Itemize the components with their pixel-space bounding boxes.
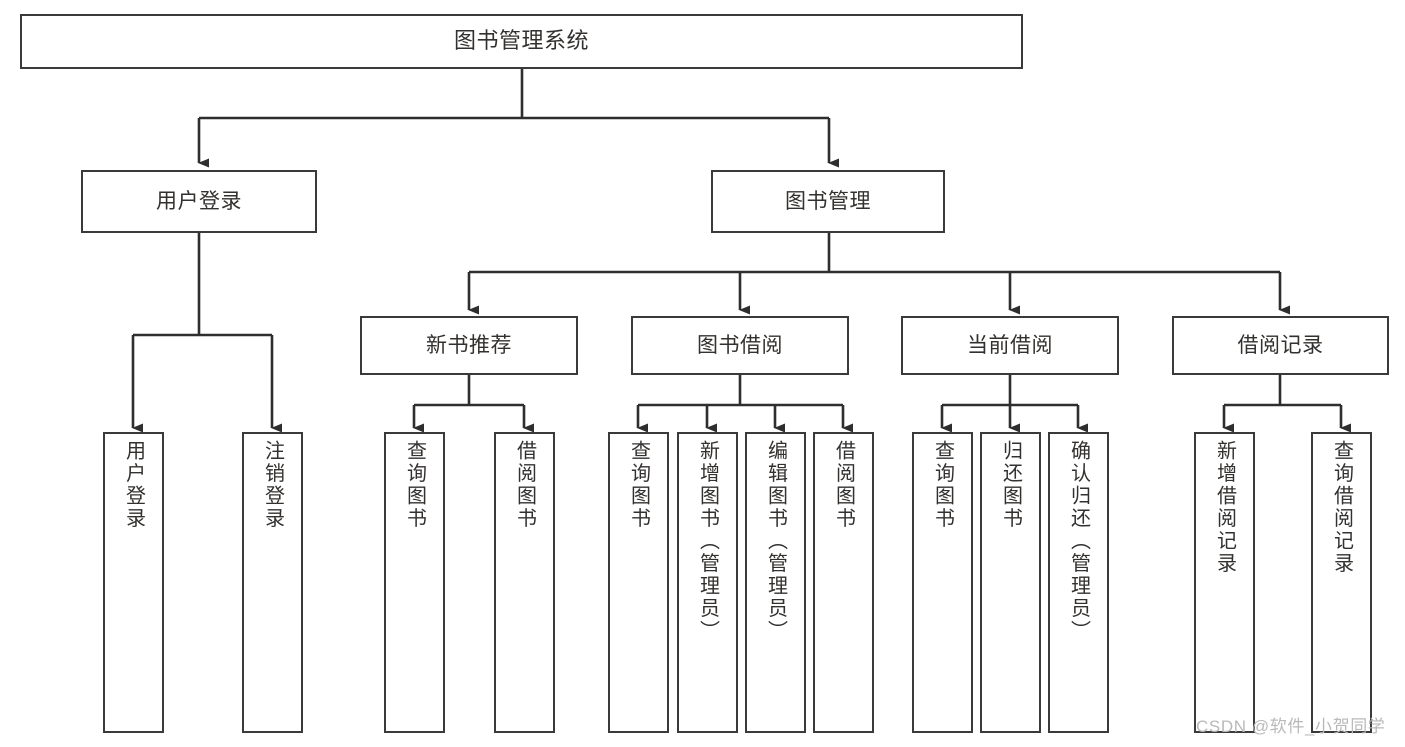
- node-leaf-query-book-1-label: 查询图书: [403, 440, 426, 530]
- node-leaf-borrow-book-1-label: 借阅图书: [513, 440, 536, 530]
- node-leaf-query-book-2-label: 查询图书: [627, 440, 650, 530]
- node-leaf-confirm-return[interactable]: 确认归还（管理员）: [1048, 432, 1109, 733]
- node-current-borrow[interactable]: 当前借阅: [901, 316, 1119, 375]
- node-leaf-return-book-label: 归还图书: [999, 440, 1022, 530]
- node-leaf-borrow-book-1[interactable]: 借阅图书: [494, 432, 555, 733]
- node-leaf-user-logout-label: 注销登录: [261, 440, 284, 530]
- node-user-login[interactable]: 用户登录: [81, 170, 317, 233]
- node-leaf-add-record[interactable]: 新增借阅记录: [1194, 432, 1255, 733]
- watermark-text: CSDN @软件_小贺同学: [1196, 717, 1386, 736]
- node-leaf-edit-book[interactable]: 编辑图书（管理员）: [745, 432, 806, 733]
- node-book-borrow-label: 图书借阅: [697, 333, 783, 357]
- node-new-book-recommend-label: 新书推荐: [426, 333, 512, 357]
- node-borrow-records[interactable]: 借阅记录: [1172, 316, 1389, 375]
- node-leaf-confirm-return-label: 确认归还（管理员）: [1067, 440, 1090, 643]
- node-leaf-edit-book-label: 编辑图书（管理员）: [764, 440, 787, 643]
- node-book-management[interactable]: 图书管理: [711, 170, 945, 233]
- node-borrow-records-label: 借阅记录: [1237, 333, 1324, 357]
- node-user-login-label: 用户登录: [156, 189, 242, 213]
- node-leaf-borrow-book-2-label: 借阅图书: [832, 440, 855, 530]
- node-leaf-query-book-2[interactable]: 查询图书: [608, 432, 669, 733]
- node-new-book-recommend[interactable]: 新书推荐: [360, 316, 578, 375]
- node-leaf-borrow-book-2[interactable]: 借阅图书: [813, 432, 874, 733]
- node-leaf-query-book-3-label: 查询图书: [931, 440, 954, 530]
- node-leaf-query-book-3[interactable]: 查询图书: [912, 432, 973, 733]
- node-book-management-label: 图书管理: [785, 189, 871, 213]
- node-leaf-query-record-label: 查询借阅记录: [1330, 440, 1353, 575]
- node-book-borrow[interactable]: 图书借阅: [631, 316, 849, 375]
- node-leaf-query-record[interactable]: 查询借阅记录: [1311, 432, 1372, 733]
- node-leaf-user-login-label: 用户登录: [122, 440, 145, 530]
- node-root-label: 图书管理系统: [453, 28, 589, 54]
- node-leaf-add-record-label: 新增借阅记录: [1213, 440, 1236, 575]
- node-leaf-return-book[interactable]: 归还图书: [980, 432, 1041, 733]
- node-current-borrow-label: 当前借阅: [967, 333, 1053, 357]
- node-leaf-user-logout[interactable]: 注销登录: [242, 432, 303, 733]
- node-leaf-add-book[interactable]: 新增图书（管理员）: [677, 432, 738, 733]
- node-leaf-add-book-label: 新增图书（管理员）: [696, 440, 719, 643]
- node-leaf-query-book-1[interactable]: 查询图书: [384, 432, 445, 733]
- node-leaf-user-login[interactable]: 用户登录: [103, 432, 164, 733]
- node-root[interactable]: 图书管理系统: [20, 14, 1023, 69]
